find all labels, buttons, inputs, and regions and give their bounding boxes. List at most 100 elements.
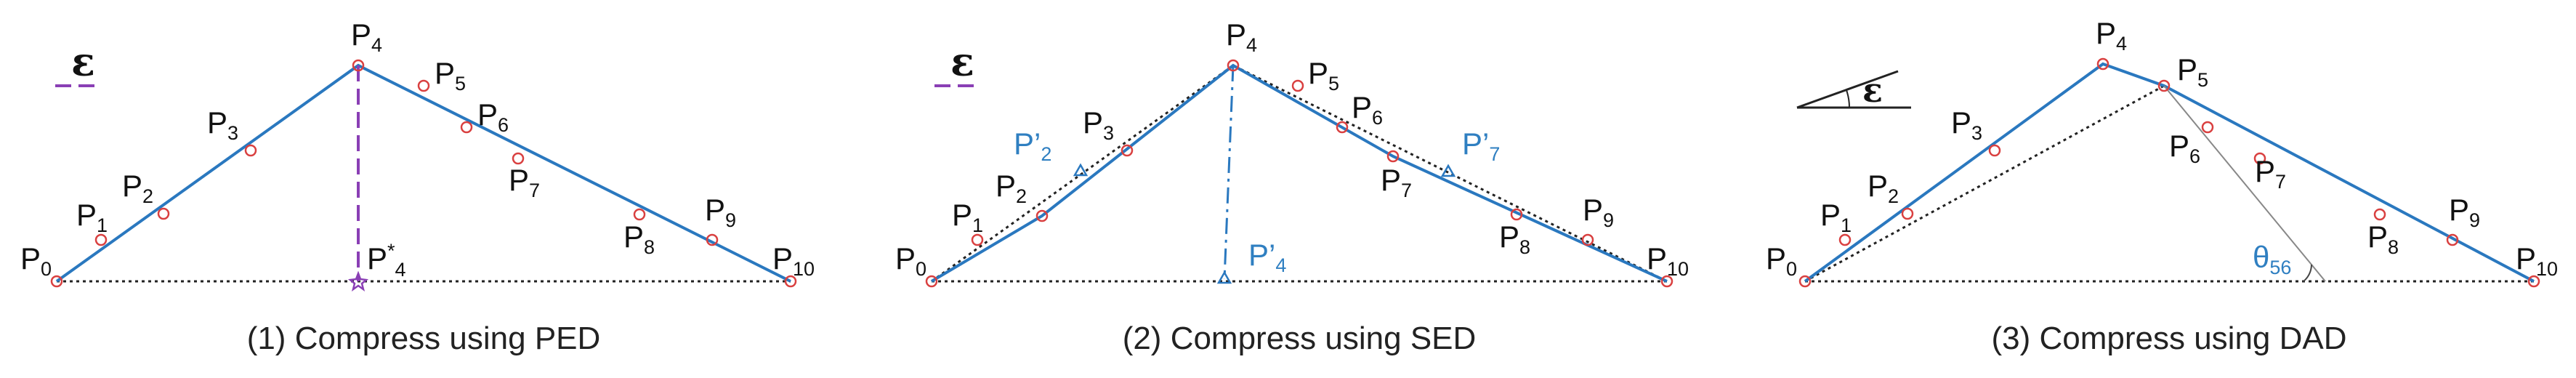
trajectory-polyline bbox=[55, 63, 791, 283]
point-p0 bbox=[1798, 275, 1812, 288]
point-p6 bbox=[1336, 121, 1349, 134]
point-p7 bbox=[1386, 150, 1400, 163]
label-p5: P5 bbox=[1308, 56, 1339, 94]
label-p9: P9 bbox=[1583, 193, 1614, 231]
label-p2: P2 bbox=[122, 169, 153, 207]
point-p6 bbox=[2201, 121, 2214, 134]
label-p7: P7 bbox=[1381, 163, 1412, 201]
label-p4-prime: P’4 bbox=[1248, 238, 1286, 276]
panel-sed: ε P0 P1 P2 P3 P4 P5 bbox=[895, 17, 1689, 356]
label-p1: P1 bbox=[1820, 198, 1852, 236]
point-p8 bbox=[633, 208, 646, 221]
point-p8 bbox=[2373, 208, 2386, 221]
point-p3 bbox=[244, 144, 257, 157]
trajectory-points bbox=[1798, 57, 2540, 288]
label-p7-prime: P’7 bbox=[1462, 126, 1500, 165]
label-p4-projection: P*4 bbox=[367, 240, 406, 281]
label-p6: P6 bbox=[477, 97, 509, 136]
label-p0: P0 bbox=[20, 241, 52, 280]
panel-caption-sed: (2) Compress using SED bbox=[1123, 321, 1477, 356]
epsilon-symbol: ε bbox=[1862, 71, 1883, 110]
sed-dotted-chord bbox=[931, 64, 1668, 283]
point-p0 bbox=[925, 275, 938, 288]
epsilon-legend: ε bbox=[55, 39, 102, 87]
dad-dotted-chord bbox=[1804, 84, 2165, 283]
label-p4: P4 bbox=[2096, 16, 2127, 55]
label-p6: P6 bbox=[2169, 129, 2200, 167]
point-p9 bbox=[2446, 233, 2459, 246]
point-p1 bbox=[1838, 233, 1852, 246]
sed-distance-line bbox=[1223, 65, 1235, 280]
point-p10 bbox=[2527, 275, 2540, 288]
label-p8: P8 bbox=[1499, 220, 1530, 258]
label-p10: P10 bbox=[772, 241, 815, 280]
point-p2 bbox=[1035, 209, 1049, 222]
label-p9: P9 bbox=[2449, 193, 2480, 231]
label-p7: P7 bbox=[2255, 154, 2286, 193]
label-p5: P5 bbox=[435, 56, 466, 94]
point-p5 bbox=[1291, 79, 1304, 92]
panel-caption-ped: (1) Compress using PED bbox=[247, 321, 601, 356]
label-p2: P2 bbox=[1868, 169, 1899, 207]
point-p10 bbox=[1660, 275, 1673, 288]
trajectory-polyline bbox=[1804, 62, 2535, 283]
trajectory-points bbox=[925, 59, 1673, 288]
point-p0 bbox=[50, 275, 63, 288]
epsilon-legend: ε bbox=[934, 39, 981, 87]
label-p5: P5 bbox=[2177, 52, 2208, 91]
label-p4: P4 bbox=[1226, 17, 1257, 56]
point-p6 bbox=[460, 121, 473, 134]
point-p4 bbox=[352, 59, 365, 72]
point-p2 bbox=[1901, 207, 1914, 220]
trajectory-points bbox=[50, 59, 797, 288]
point-p7 bbox=[2253, 152, 2266, 165]
point-p3 bbox=[1121, 144, 1134, 157]
panel-ped: ε P0 P1 P2 P3 P4 P5 P6 P7 P8 P9 bbox=[20, 17, 815, 356]
point-p2 bbox=[157, 207, 170, 220]
epsilon-angle-legend: ε bbox=[1796, 70, 1911, 110]
label-p6: P6 bbox=[1352, 90, 1383, 129]
label-p2-prime: P’2 bbox=[1014, 126, 1051, 165]
epsilon-symbol: ε bbox=[71, 39, 95, 85]
trajectory-polyline bbox=[930, 63, 1668, 283]
sync-point-p2-prime bbox=[1073, 163, 1089, 177]
label-p8: P8 bbox=[623, 220, 655, 258]
point-p3 bbox=[1988, 144, 2001, 157]
label-p2: P2 bbox=[996, 169, 1027, 207]
point-labels: P0 P1 P2 P3 P4 P5 P6 P7 P8 P9 P10 P*4 bbox=[20, 17, 815, 281]
panel-caption-dad: (3) Compress using DAD bbox=[1991, 321, 2346, 356]
point-p1 bbox=[971, 233, 984, 246]
label-p10: P10 bbox=[2516, 241, 2558, 280]
label-p0: P0 bbox=[895, 241, 926, 280]
panel-dad: ε P0 P1 P2 P3 P4 P5 P6 P7 P8 P9 P10 bbox=[1766, 16, 2558, 356]
point-p5 bbox=[2157, 79, 2171, 92]
label-p3: P3 bbox=[1083, 105, 1114, 144]
label-p3: P3 bbox=[1951, 105, 1982, 144]
point-p7 bbox=[512, 152, 525, 165]
point-p5 bbox=[417, 79, 430, 92]
point-p10 bbox=[784, 275, 797, 288]
label-p7: P7 bbox=[509, 163, 540, 201]
label-p3: P3 bbox=[207, 105, 238, 144]
label-p1: P1 bbox=[76, 198, 108, 236]
point-p8 bbox=[1510, 208, 1523, 221]
point-labels: P0 P1 P2 P3 P4 P5 P6 P7 P8 P9 P10 θ56 bbox=[1766, 16, 2558, 280]
direction-line-p5-p6 bbox=[2163, 85, 2326, 282]
label-p10: P10 bbox=[1647, 241, 1689, 280]
label-p1: P1 bbox=[952, 198, 983, 236]
label-theta-56: θ56 bbox=[2253, 240, 2291, 278]
angle-legend-ray bbox=[1796, 70, 1899, 109]
angle-legend-arc bbox=[1846, 89, 1851, 108]
point-p9 bbox=[706, 233, 719, 246]
label-p4: P4 bbox=[351, 17, 382, 56]
point-p9 bbox=[1581, 233, 1594, 246]
point-p1 bbox=[94, 233, 108, 246]
theta-angle-arc bbox=[2303, 264, 2312, 282]
point-p4 bbox=[1227, 59, 1240, 72]
label-p9: P9 bbox=[705, 193, 736, 231]
point-p4 bbox=[2096, 57, 2109, 71]
sync-point-p4-prime bbox=[1216, 270, 1232, 284]
projection-star-marker bbox=[347, 270, 369, 291]
epsilon-symbol: ε bbox=[950, 39, 974, 85]
